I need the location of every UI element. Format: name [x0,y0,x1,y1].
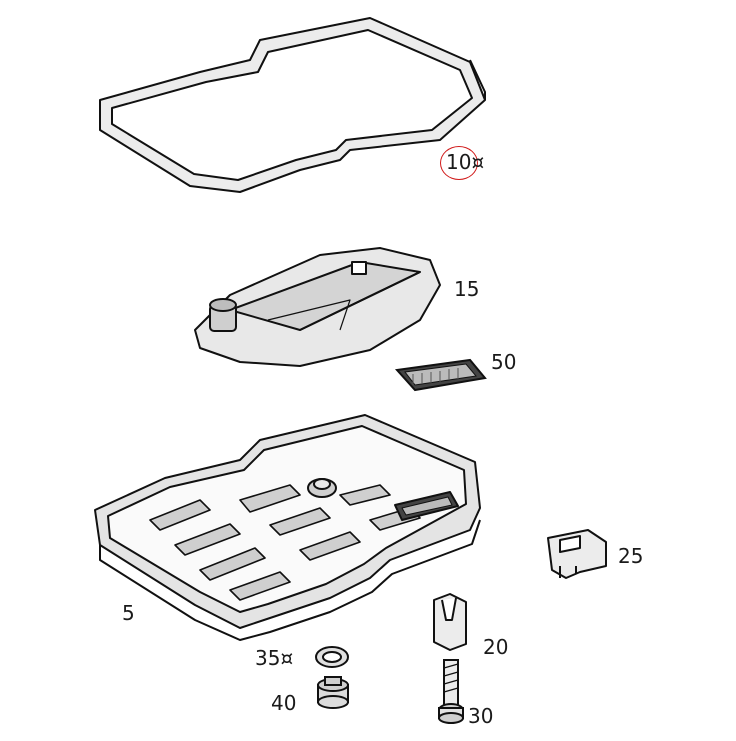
part-label-25: 25 [618,544,644,568]
part-label-40: 40 [271,691,297,715]
oil-pan-drawing [94,414,481,641]
part-label-15: 15 [454,277,480,301]
part-10-highlight [440,146,478,180]
part-label-35: 35¤ [255,646,294,670]
clip-drawing [547,529,607,579]
oil-filter-drawing [194,247,441,367]
part-label-10: 10¤ [446,150,485,174]
bolt-drawing [438,659,464,724]
part-label-5: 5 [122,601,135,625]
part-label-50: 50 [491,350,517,374]
magnet-screen-drawing [394,358,487,392]
gasket-ring-drawing [99,17,486,193]
clip-sleeve-drawing [433,593,467,651]
seal-ring-drawing [315,646,349,668]
part-label-30: 30 [468,704,494,728]
drain-plug-drawing [317,676,349,709]
part-label-20: 20 [483,635,509,659]
